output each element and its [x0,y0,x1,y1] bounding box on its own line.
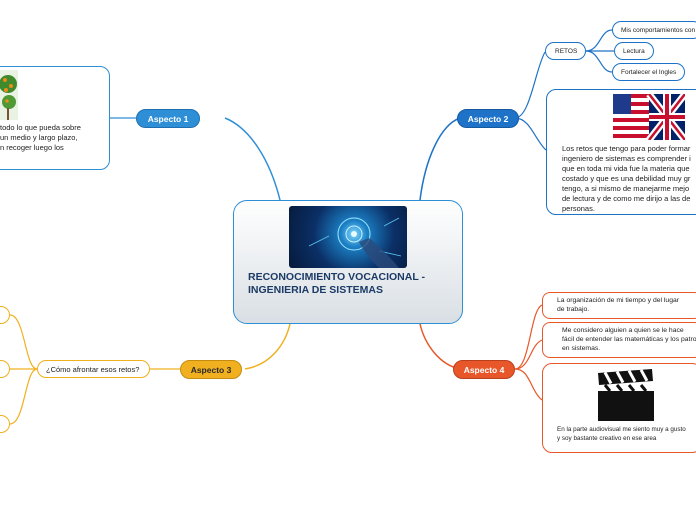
aspecto2-line: costado y que es una debilidad muy gr [562,174,691,183]
clapperboard-icon [598,369,654,421]
link-center-aspecto1 [224,117,281,201]
aspecto4-line: La organización de mi tiempo y del lugar [557,297,680,304]
retos-node[interactable]: RETOS [545,42,586,60]
aspecto1-label: Aspecto 1 [147,113,189,124]
central-title: RECONOCIMIENTO VOCACIONAL - INGENIERIA D… [248,271,425,296]
central-image [289,206,407,268]
aspecto4-item[interactable] [542,292,696,319]
retos-item[interactable]: Fortalecer el Ingles [612,63,685,81]
retos-item[interactable]: Lectura [614,42,654,60]
aspecto3-label: Aspecto 3 [190,364,232,375]
aspecto4-line: Me considero alguien a quien se le hace [562,327,684,334]
aspecto4-line: fácil de entender las matemáticas y los … [562,336,696,343]
aspecto4-item-text: Me considero alguien a quien se le hace … [562,326,696,353]
clapperboard-image [595,369,657,423]
aspecto2-label: Aspecto 2 [467,113,509,124]
aspecto3-subtopic[interactable]: ¿Cómo afrontar esos retos? [37,360,150,378]
aspecto4-media-text: En la parte audiovisual me siento muy a … [557,426,686,443]
aspecto1-line: un medio y largo plazo, [0,133,78,142]
aspecto4-line: de trabajo. [557,306,590,313]
aspecto4-item[interactable] [542,322,696,358]
aspecto1-line: todo lo que pueda sobre [0,123,81,132]
aspecto2-node[interactable]: Aspecto 2 [457,109,519,128]
aspecto2-line: Los retos que tengo para poder formar [562,144,691,153]
aspecto2-text: Los retos que tengo para poder formar in… [562,144,696,214]
link-center-aspecto4 [419,323,461,370]
tree-icon [0,75,17,120]
link-center-aspecto3 [244,323,291,370]
aspecto1-line: n recoger luego los [0,143,64,152]
flags-image [613,94,685,140]
retos-item-label: Lectura [623,47,645,55]
aspecto3-subtopic-label: ¿Cómo afrontar esos retos? [46,364,140,374]
retos-item-label: Fortalecer el Ingles [621,68,677,76]
aspecto2-line: ingeniero de sistemas es comprender i [562,154,691,163]
aspecto2-line: personas. [562,204,595,213]
aspecto3-node[interactable]: Aspecto 3 [180,360,242,379]
aspecto4-media-line: En la parte audiovisual me siento muy a … [557,426,686,433]
retos-item[interactable]: Mis comportamientos con [612,21,696,39]
aspecto2-line: que en toda mi vida fue la materia que [562,164,690,173]
retos-label: RETOS [555,47,578,55]
aspecto4-line: en sistemas. [562,345,601,352]
tech-hand-icon [308,217,402,268]
aspecto4-item-text: La organización de mi tiempo y del lugar… [557,296,679,314]
aspecto4-label: Aspecto 4 [463,364,505,375]
aspecto4-media-line: y soy bastante creativo en ese area [557,434,657,442]
aspecto2-line: tengo, a si mismo de manejarme mejo [562,184,690,193]
aspecto1-node[interactable]: Aspecto 1 [136,109,200,128]
aspecto2-line: de lectura y de como me dirijo a las de [562,194,691,203]
us-uk-flag-icon [613,94,685,140]
link-center-aspecto2 [419,117,461,201]
retos-item-label: Mis comportamientos con [621,26,696,34]
aspecto1-text: todo lo que pueda sobre un medio y largo… [0,123,105,153]
aspecto4-node[interactable]: Aspecto 4 [453,360,515,379]
aspecto1-card[interactable] [0,66,110,170]
orange-tree-image [0,70,18,120]
